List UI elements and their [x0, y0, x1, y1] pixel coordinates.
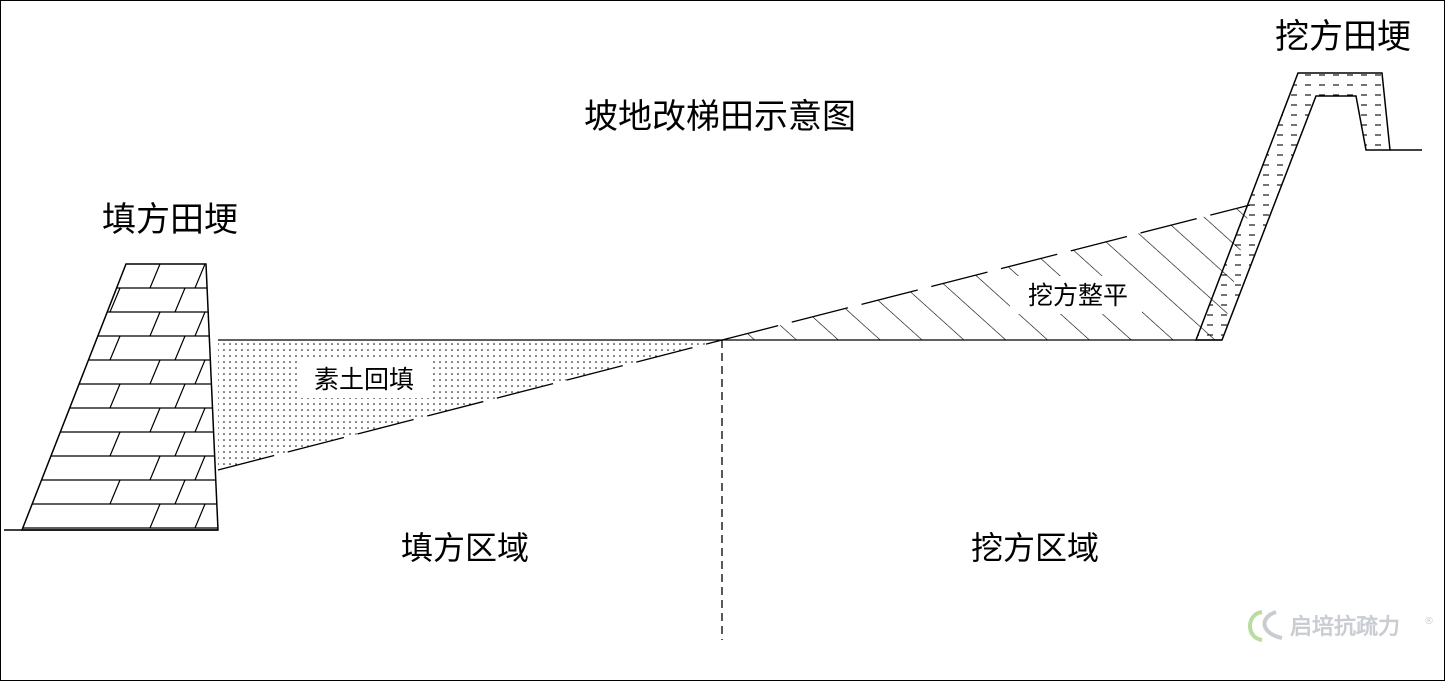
- label-cut-level: 挖方整平: [1028, 281, 1128, 310]
- brand-logo: 启培抗疏力 ®: [1248, 610, 1434, 642]
- logo-registered-mark: ®: [1424, 616, 1434, 627]
- diagram-title: 坡地改梯田示意图: [584, 97, 856, 137]
- logo-text: 启培抗疏力: [1290, 614, 1400, 640]
- logo-leaf-icon: [1248, 610, 1263, 642]
- label-cut-zone: 挖方区域: [971, 529, 1099, 567]
- label-fill-ridge: 填方田埂: [102, 200, 238, 240]
- cut-ridge-shape: [1194, 72, 1391, 341]
- logo-swirl-icon: [1262, 610, 1283, 640]
- cut-level-region: [721, 204, 1251, 341]
- label-fill-zone: 填方区域: [401, 529, 529, 567]
- backfill-region: [217, 339, 723, 471]
- label-cut-ridge: 挖方田埂: [1275, 17, 1411, 57]
- label-backfill: 素土回填: [314, 365, 414, 394]
